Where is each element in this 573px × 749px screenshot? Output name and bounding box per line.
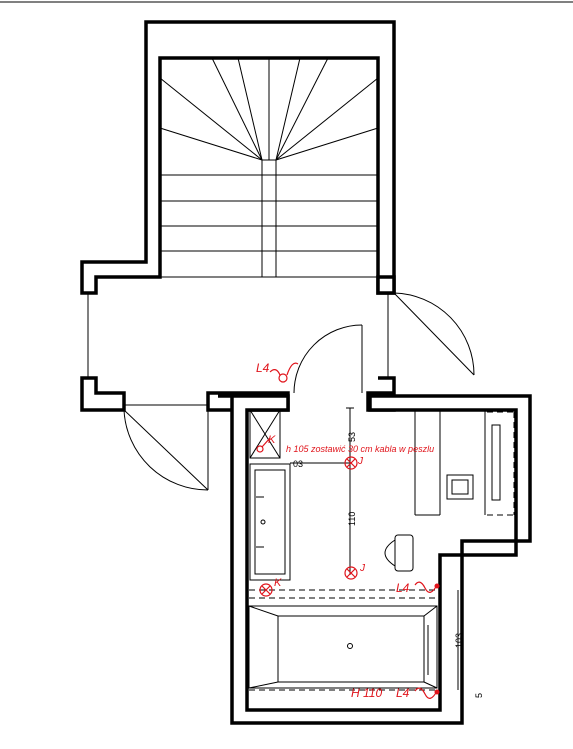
dim-label-5: 5 [474,693,484,698]
dim-label-03: 03 [293,459,303,469]
label-j-mid: J [359,563,366,574]
doors [123,292,475,491]
label-l4-bottom: L4 [396,686,410,700]
label-h110: H 110 [351,686,382,700]
bathroom-walls [218,394,532,725]
label-k-bottom: K [274,577,282,589]
socket-point-hall [269,362,299,383]
bathroom-fixtures [248,409,515,691]
staircase-walls [80,20,396,295]
dim-label-110: 110 [347,512,357,526]
dimension-lines [290,407,459,690]
light-point-top [344,456,358,470]
socket-point-k-top [256,437,271,453]
cable-end-l4-mid [414,581,440,593]
dim-label-103: 103 [454,633,464,648]
staircase-steps [159,57,379,278]
light-point-bottom [259,583,273,597]
label-k-top: K [268,434,276,446]
dim-label-53: 53 [347,432,357,442]
electrical-annotations [256,362,440,699]
hall-walls [80,293,396,412]
light-point-mid [344,566,358,580]
cable-end-l4-bottom [414,687,440,699]
label-l4-top: L4 [256,361,270,375]
label-note: h 105 zostawić 30 cm kabla w peszlu [286,444,434,454]
label-j-top: J [357,456,364,467]
label-l4-mid: L4 [396,581,410,595]
